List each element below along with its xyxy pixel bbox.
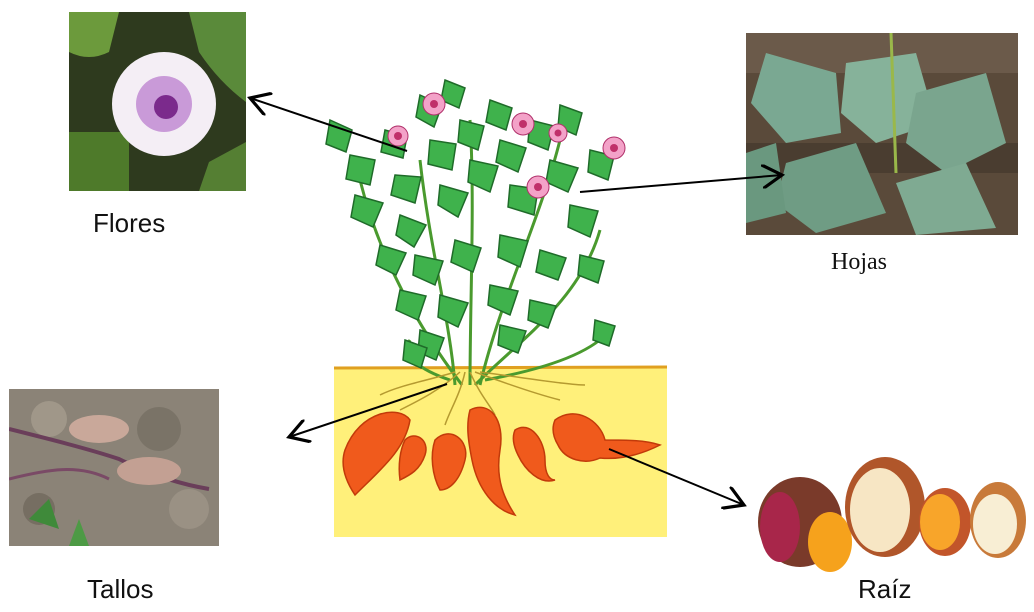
roots-photo bbox=[750, 452, 1030, 577]
label-tallos: Tallos bbox=[87, 574, 153, 605]
label-flores: Flores bbox=[93, 208, 165, 239]
stems-photo bbox=[9, 389, 219, 546]
soil-line bbox=[334, 367, 667, 368]
label-raiz: Raíz bbox=[858, 574, 911, 605]
label-hojas: Hojas bbox=[831, 249, 887, 276]
flower-photo bbox=[69, 12, 246, 191]
leaves-photo bbox=[746, 33, 1018, 235]
